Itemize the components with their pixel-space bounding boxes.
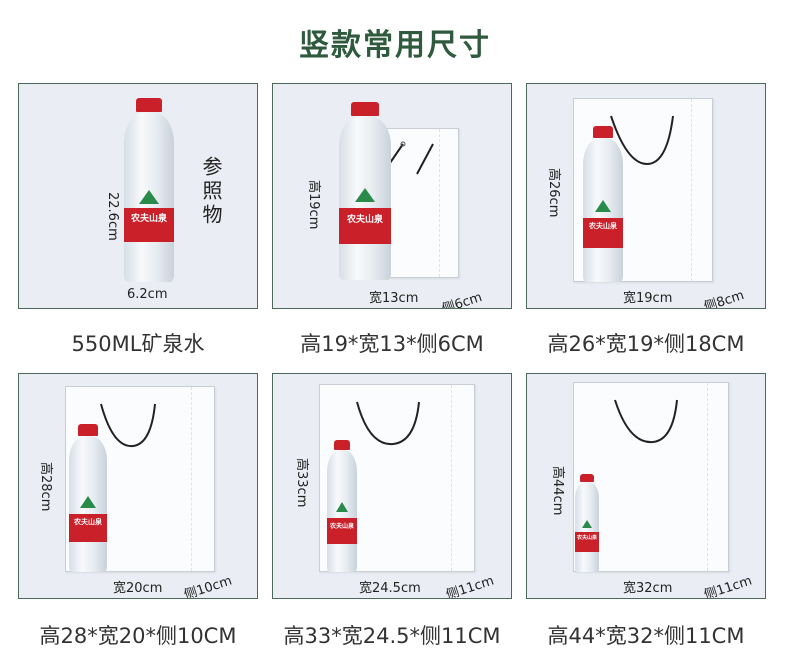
water-bottle: 农夫山泉 — [583, 126, 623, 282]
bottle-logo-icon — [582, 520, 592, 528]
bottle-logo-icon — [139, 190, 159, 204]
bottle-label-text: 农夫山泉 — [130, 214, 167, 225]
side-dimension: 侧10cm — [182, 573, 234, 599]
height-dimension: 高26cm — [546, 168, 561, 218]
water-bottle: 农夫山泉 — [575, 474, 599, 572]
caption-reference: 550ML矿泉水 — [71, 332, 205, 356]
bag-handle — [610, 115, 674, 166]
width-dimension: 6.2cm — [127, 287, 168, 302]
height-dimension: 高19cm — [306, 180, 321, 230]
side-dimension: 侧8cm — [702, 288, 747, 309]
bag-handle — [356, 401, 420, 446]
paper-bag — [573, 382, 729, 572]
side-dimension: 侧11cm — [702, 573, 754, 599]
side-dimension: 侧6cm — [440, 290, 485, 309]
water-bottle: 农夫山泉 — [69, 424, 107, 572]
bottle-label-text: 农夫山泉 — [589, 222, 617, 230]
water-bottle: 农夫山泉 — [339, 102, 391, 280]
bag-handle — [100, 403, 156, 448]
bottle-logo-icon — [355, 188, 375, 202]
width-dimension: 宽32cm — [623, 581, 673, 596]
reference-label: 参照物 — [199, 156, 223, 228]
bottle-label-text: 农夫山泉 — [346, 214, 383, 225]
panel-bag-33x24.5x11: 农夫山泉 高33cm 宽24.5cm 侧11cm — [272, 373, 512, 599]
caption-bag-3: 高28*宽20*侧10CM — [39, 624, 237, 648]
width-dimension: 宽24.5cm — [359, 581, 421, 596]
panel-bag-26x19x18: 农夫山泉 高26cm 宽19cm 侧8cm — [526, 83, 766, 309]
page-title: 竖款常用尺寸 — [299, 28, 491, 63]
width-dimension: 宽19cm — [623, 291, 673, 306]
height-dimension: 高44cm — [550, 466, 565, 516]
bag-handle — [614, 399, 678, 444]
water-bottle: 农夫山泉 — [124, 98, 174, 282]
bottle-label-text: 农夫山泉 — [74, 517, 102, 526]
caption-bag-2: 高26*宽19*侧18CM — [547, 332, 745, 356]
bottle-label-text: 农夫山泉 — [576, 535, 597, 541]
height-dimension: 高28cm — [38, 462, 53, 512]
panel-reference-bottle: 农夫山泉 参照物 22.6cm 6.2cm — [18, 83, 258, 309]
side-dimension: 侧11cm — [444, 573, 496, 599]
height-dimension: 22.6cm — [105, 192, 120, 241]
bottle-label-text: 农夫山泉 — [329, 522, 354, 530]
water-bottle: 农夫山泉 — [327, 440, 357, 572]
panel-bag-19x13x6: 农夫山泉 高19cm 宽13cm 侧6cm — [272, 83, 512, 309]
width-dimension: 宽20cm — [113, 581, 163, 596]
panel-bag-44x32x11: 农夫山泉 高44cm 宽32cm 侧11cm — [526, 373, 766, 599]
bottle-logo-icon — [595, 200, 611, 212]
caption-bag-1: 高19*宽13*侧6CM — [300, 332, 484, 356]
width-dimension: 宽13cm — [369, 291, 419, 306]
height-dimension: 高33cm — [294, 458, 309, 508]
panel-bag-28x20x10: 农夫山泉 高28cm 宽20cm 侧10cm — [18, 373, 258, 599]
caption-bag-4: 高33*宽24.5*侧11CM — [283, 624, 501, 648]
caption-bag-5: 高44*宽32*侧11CM — [547, 624, 745, 648]
bottle-logo-icon — [80, 496, 96, 508]
bottle-logo-icon — [336, 502, 348, 512]
